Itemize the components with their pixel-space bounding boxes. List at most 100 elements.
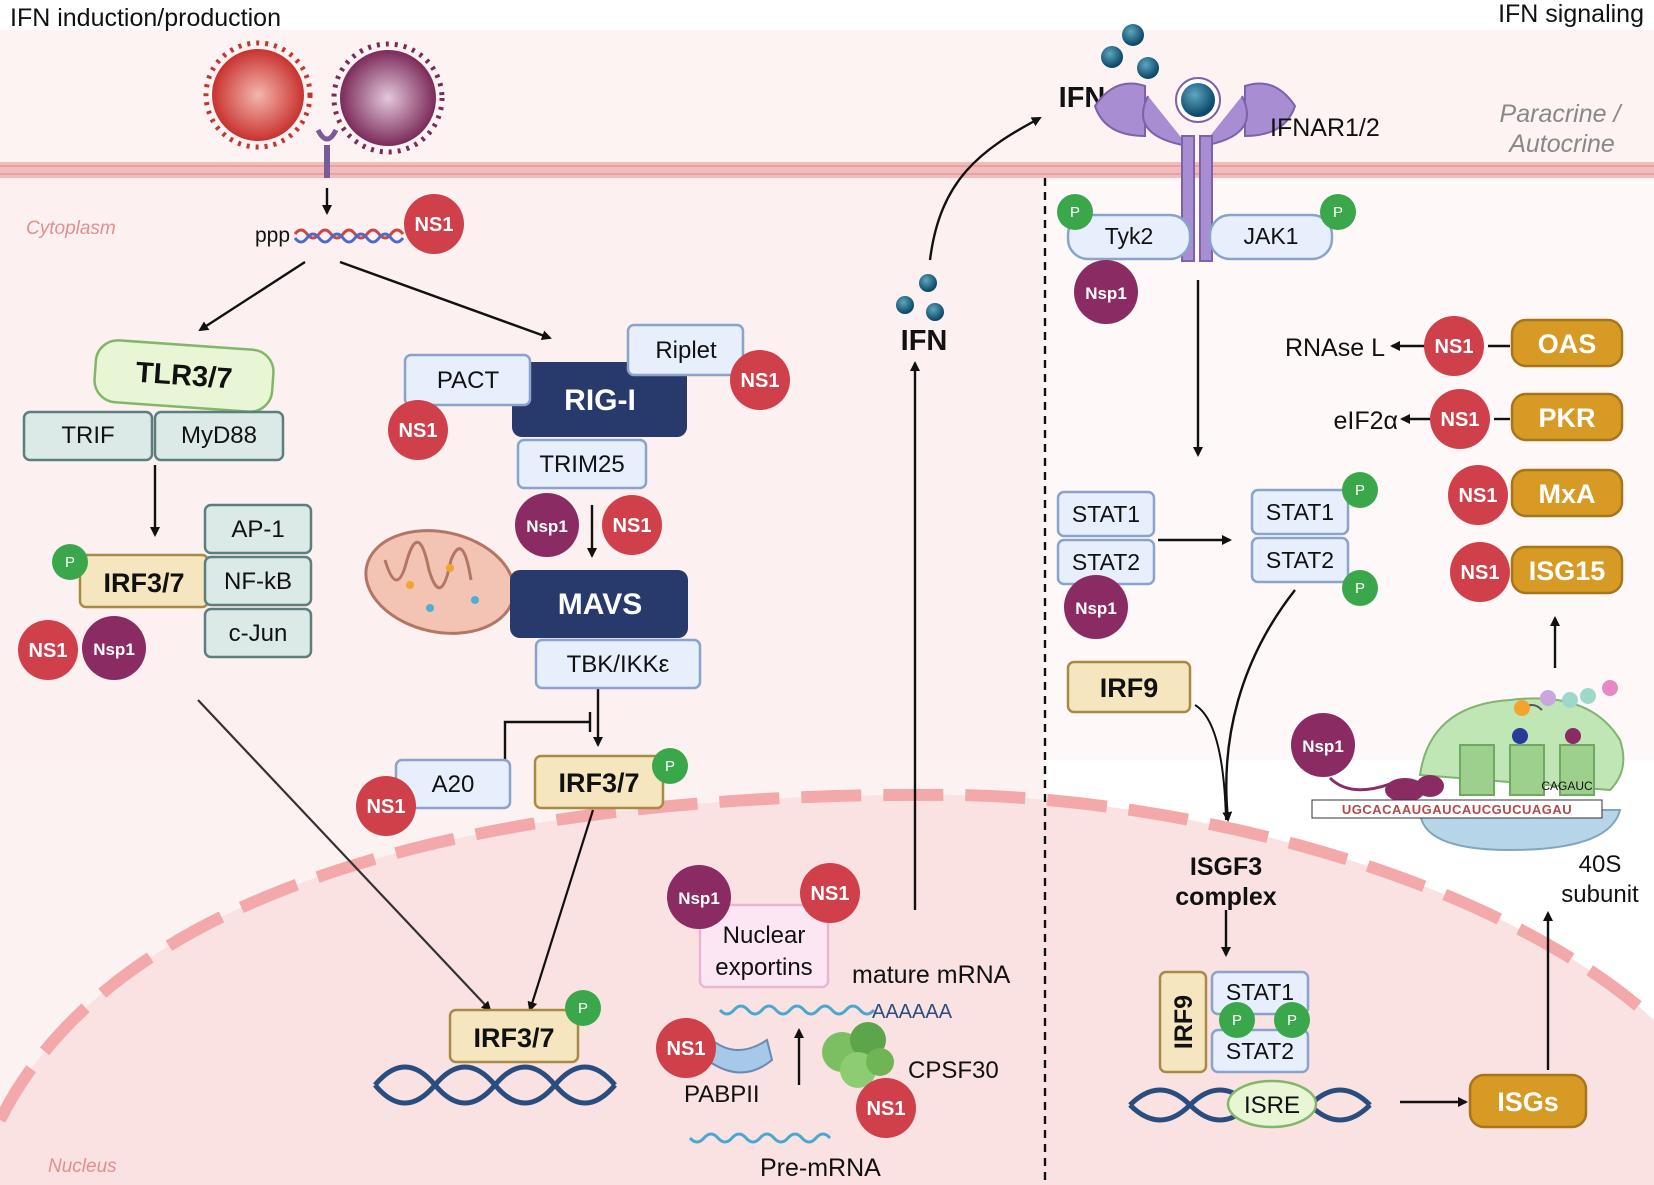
- ribosome-40s-label-2: subunit: [1561, 881, 1639, 908]
- trif-node: TRIF: [22, 410, 154, 462]
- ns1-badge-label: NS1: [1441, 409, 1480, 431]
- irf9-node: IRF9: [1066, 660, 1192, 714]
- nsp1-badge: Nsp1: [1064, 575, 1128, 639]
- ns1-badge: NS1: [1424, 316, 1484, 376]
- pact-node: PACT: [403, 353, 532, 407]
- isgf3-stat2-label: STAT2: [1226, 1038, 1294, 1064]
- stat2-left-node: STAT2: [1056, 538, 1156, 586]
- mavs-label: MAVS: [558, 588, 642, 621]
- ribosome-40s-label-1: 40S: [1579, 851, 1622, 878]
- pkr-label: PKR: [1538, 403, 1595, 433]
- isgf3-stat2-node: STAT2: [1210, 1028, 1310, 1074]
- pre-mrna-label: Pre-mRNA: [760, 1154, 881, 1182]
- trim25-node: TRIM25: [516, 438, 648, 490]
- ns1-badge-label: NS1: [1435, 336, 1474, 358]
- trif-label: TRIF: [61, 422, 114, 449]
- ns1-badge-label: NS1: [367, 796, 406, 818]
- ap1-label: AP-1: [231, 516, 284, 543]
- nsp1-badge: Nsp1: [1074, 260, 1138, 324]
- tlr37-label: TLR3/7: [135, 357, 234, 396]
- pact-label: PACT: [437, 367, 500, 394]
- ifnar-label: IFNAR1/2: [1270, 114, 1380, 142]
- virus-purple-icon: [331, 41, 445, 155]
- phospho-p-badge: P: [1219, 1002, 1255, 1038]
- membrane-receptor-icon: [315, 128, 339, 178]
- plasma-membrane: [0, 162, 1654, 178]
- isg15-node: ISG15: [1510, 545, 1624, 595]
- ns1-badge-label: NS1: [667, 1038, 706, 1060]
- ns1-badge: NS1: [1430, 389, 1490, 449]
- ns1-badge-label: NS1: [415, 214, 454, 236]
- label-autocrine: Autocrine: [1507, 130, 1615, 158]
- phospho-p-badge: P: [652, 748, 688, 784]
- stat2-right-node: STAT2: [1250, 536, 1350, 584]
- oas-label: OAS: [1538, 329, 1597, 359]
- tbk-label: TBK/IKKε: [567, 651, 670, 678]
- nfkb-node: NF-kB: [203, 555, 313, 607]
- cjun-label: c-Jun: [229, 620, 288, 647]
- mavs-node: MAVS: [510, 570, 688, 638]
- stat1-left-node: STAT1: [1056, 490, 1156, 538]
- mrna-anticodon: CAGAUC: [1541, 779, 1593, 793]
- isre-label: ISRE: [1244, 1092, 1300, 1119]
- mxa-node: MxA: [1510, 468, 1624, 518]
- ns1-badge: NS1: [356, 776, 416, 836]
- phospho-p-badge: P: [1320, 194, 1356, 230]
- tlr37-node: TLR3/7: [93, 339, 275, 413]
- label-nucleus: Nucleus: [48, 1156, 117, 1177]
- ns1-badge-label: NS1: [613, 515, 652, 537]
- nsp1-badge: Nsp1: [1291, 713, 1355, 777]
- ns1-badge: NS1: [388, 400, 448, 460]
- phospho-p-badge-label: P: [1070, 204, 1080, 221]
- ns1-badge: NS1: [1450, 542, 1510, 602]
- nsp1-badge-label: Nsp1: [93, 640, 135, 659]
- nsp1-badge-label: Nsp1: [678, 889, 720, 908]
- nsp1-badge-label: Nsp1: [1075, 599, 1117, 618]
- stat2-left-label: STAT2: [1072, 549, 1140, 575]
- nsp1-badge-label: Nsp1: [526, 517, 568, 536]
- ns1-badge-label: NS1: [811, 883, 850, 905]
- nsp1-badge: Nsp1: [667, 865, 731, 929]
- stat1-right-node: STAT1: [1250, 488, 1350, 536]
- ifn-molecules-top-icon: [1101, 24, 1159, 79]
- isg15-label: ISG15: [1529, 556, 1606, 586]
- irf37-mid-label: IRF3/7: [558, 768, 639, 798]
- tyk2-label: Tyk2: [1105, 223, 1154, 249]
- phospho-p-badge-label: P: [578, 1000, 588, 1017]
- isgf3-irf9-label: IRF9: [1170, 995, 1198, 1049]
- ns1-badge: NS1: [800, 863, 860, 923]
- oas-node: OAS: [1510, 318, 1624, 368]
- ifn-molecules-mid-icon: [896, 274, 944, 321]
- label-paracrine: Paracrine /: [1500, 100, 1624, 128]
- ns1-badge: NS1: [1448, 465, 1508, 525]
- irf37-left-node: IRF3/7: [78, 553, 210, 609]
- ifn-mid-label: IFN: [901, 325, 948, 357]
- mature-mrna-label: mature mRNA: [852, 961, 1011, 989]
- eif2a-label: eIF2α: [1334, 407, 1398, 435]
- phospho-p-badge: P: [1274, 1002, 1310, 1038]
- jak1-node: JAK1: [1208, 213, 1334, 261]
- phospho-p-badge: P: [52, 544, 88, 580]
- rigi-label: RIG-I: [564, 384, 636, 417]
- irf37-left-label: IRF3/7: [103, 568, 184, 598]
- polya-label: AAAAAA: [872, 1001, 953, 1023]
- riplet-node: Riplet: [626, 323, 745, 377]
- ns1-badge-label: NS1: [399, 420, 438, 442]
- phospho-p-badge: P: [1342, 472, 1378, 508]
- ns1-badge: NS1: [730, 350, 790, 410]
- stat1-left-label: STAT1: [1072, 501, 1140, 527]
- isgs-node: ISGs: [1468, 1073, 1588, 1129]
- dna-left-icon: [373, 1064, 617, 1106]
- cjun-node: c-Jun: [203, 607, 313, 659]
- a20-node: A20: [394, 758, 512, 810]
- exportins-label-1: Nuclear: [723, 922, 806, 949]
- pabpii-icon: [705, 1038, 774, 1074]
- ifnar-receptor-icon: [1093, 77, 1297, 262]
- phospho-p-badge-label: P: [65, 554, 75, 571]
- myd88-label: MyD88: [181, 422, 257, 449]
- phospho-p-badge: P: [1342, 570, 1378, 606]
- a20-label: A20: [432, 771, 475, 798]
- ppp-label: ppp: [255, 224, 290, 247]
